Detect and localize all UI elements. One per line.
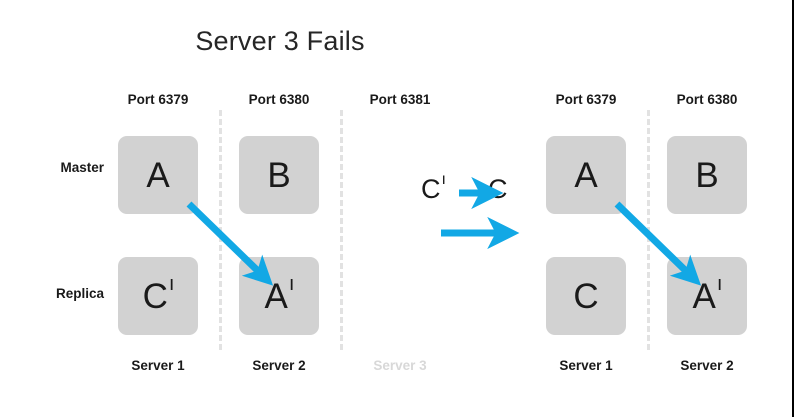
node-label-left-s2-master: B (267, 155, 291, 195)
node-label-left-s2-replica: Aı (264, 272, 295, 316)
node-label-right-s2-master: B (695, 155, 719, 195)
page-title: Server 3 Fails (195, 26, 365, 56)
node-box-right-s2-master[interactable]: B (667, 136, 747, 214)
node-box-left-s1-master[interactable]: A (118, 136, 198, 214)
node-box-right-s1-master[interactable]: A (546, 136, 626, 214)
node-label-right-s1-master: A (574, 155, 598, 195)
legend-to-label: C (488, 174, 508, 204)
row-label-master: Master (60, 160, 104, 175)
node-box-left-s1-replica[interactable]: Cı (118, 257, 198, 335)
server-label-right-1: Server 1 (559, 358, 613, 373)
legend-from-label: Cı (421, 171, 446, 204)
port-label-left-1: Port 6379 (127, 92, 189, 107)
server-label-left-3: Server 3 (373, 358, 427, 373)
column-divider-left-1 (219, 110, 222, 350)
server-label-left-1: Server 1 (131, 358, 185, 373)
node-label-left-s1-replica: Cı (142, 272, 175, 316)
port-label-right-2: Port 6380 (676, 92, 738, 107)
port-label-left-3: Port 6381 (369, 92, 431, 107)
node-box-left-s2-replica[interactable]: Aı (239, 257, 319, 335)
node-label-right-s1-replica: C (573, 276, 599, 316)
row-label-replica: Replica (55, 286, 104, 301)
node-label-left-s1-master: A (146, 155, 170, 195)
column-divider-left-2 (340, 110, 343, 350)
server-label-left-2: Server 2 (252, 358, 306, 373)
port-label-left-2: Port 6380 (248, 92, 310, 107)
node-label-right-s2-replica: Aı (692, 272, 723, 316)
node-box-right-s1-replica[interactable]: C (546, 257, 626, 335)
column-divider-right-1 (647, 110, 650, 350)
node-box-left-s2-master[interactable]: B (239, 136, 319, 214)
server-label-right-2: Server 2 (680, 358, 734, 373)
port-label-right-1: Port 6379 (555, 92, 617, 107)
node-box-right-s2-replica[interactable]: Aı (667, 257, 747, 335)
